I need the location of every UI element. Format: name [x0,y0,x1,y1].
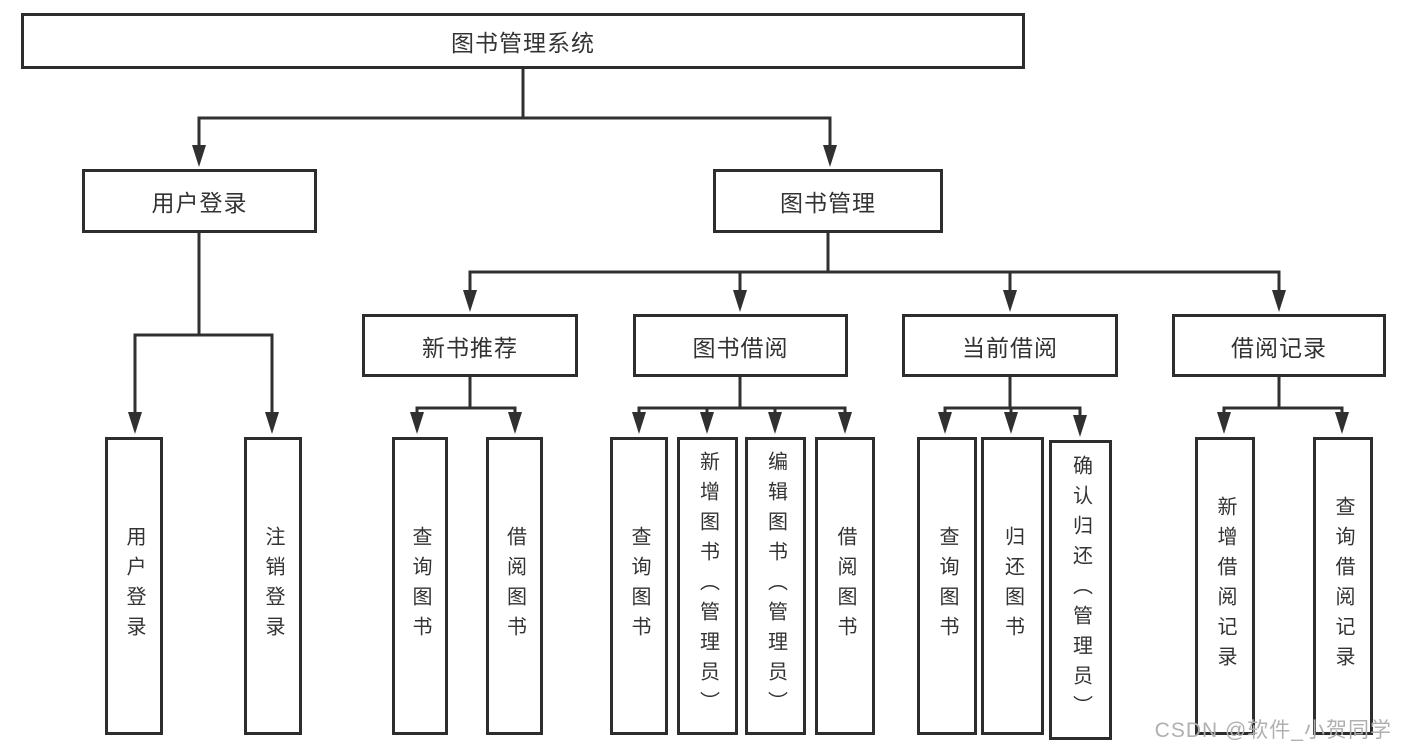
leaf-return-books: 归还图书 [981,437,1044,735]
node-new-book-recommend: 新书推荐 [362,314,578,377]
connector-arrowheads [128,145,1349,437]
leaf-borrow-books: 借阅图书 [815,437,875,735]
node-book-borrow: 图书借阅 [633,314,848,377]
leaf-newbook-borrow-books: 借阅图书 [486,437,543,735]
node-root: 图书管理系统 [21,13,1025,69]
leaf-logout: 注销登录 [244,437,302,735]
node-user-login: 用户登录 [82,169,317,233]
node-book-management: 图书管理 [713,169,943,233]
leaf-add-books-admin: 新增图书（管理员） [677,437,738,735]
csdn-watermark: CSDN @软件_小贺同学 [1154,719,1392,742]
leaf-user-login: 用户登录 [105,437,163,735]
node-borrow-records: 借阅记录 [1172,314,1386,377]
leaf-borrow-query-books: 查询图书 [610,437,668,735]
leaf-add-borrow-record: 新增借阅记录 [1195,437,1255,735]
leaf-newbook-query-books: 查询图书 [392,437,448,735]
leaf-current-query-books: 查询图书 [917,437,977,735]
leaf-confirm-return-admin: 确认归还（管理员） [1049,440,1112,740]
node-current-borrow: 当前借阅 [902,314,1118,377]
leaf-edit-books-admin: 编辑图书（管理员） [745,437,806,735]
leaf-query-borrow-record: 查询借阅记录 [1313,437,1373,735]
